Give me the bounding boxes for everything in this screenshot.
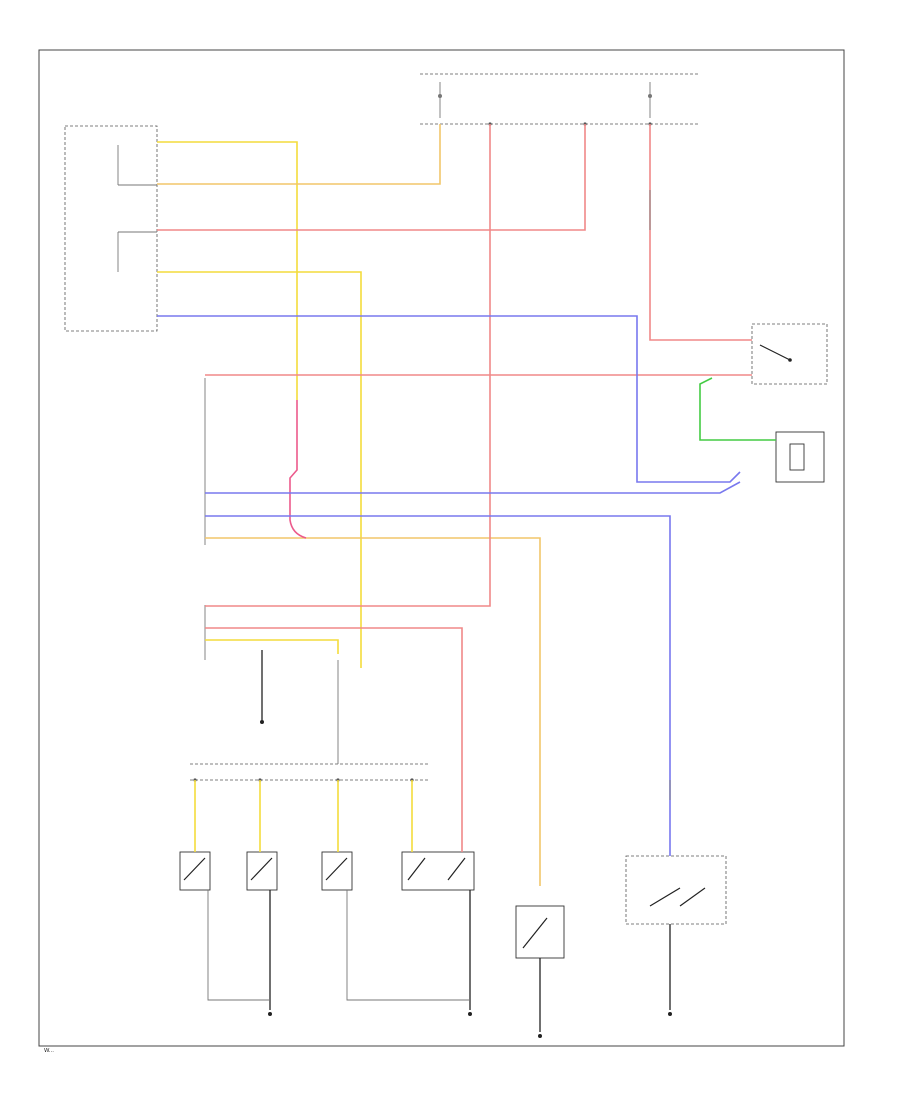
wire-gray-2 — [346, 890, 470, 1001]
wire-red-1 — [157, 124, 586, 231]
key-switch-module — [625, 855, 727, 925]
wire-red-4 — [649, 124, 752, 341]
wire-yellow-2 — [157, 271, 362, 668]
wire-green-1 — [699, 377, 776, 441]
door-switch-4 — [401, 851, 475, 891]
module-left — [64, 125, 158, 332]
ground-2 — [268, 1012, 272, 1016]
wire-orange-2 — [205, 537, 541, 886]
diagram-frame — [38, 49, 845, 1047]
wire-red-5 — [205, 627, 463, 852]
wire-red-2 — [205, 124, 491, 607]
bus-bar-bottom — [190, 763, 430, 782]
switch-right-top — [751, 323, 828, 385]
wire-blue-2 — [205, 481, 741, 494]
ground-4 — [538, 1034, 542, 1038]
fuse-block-top — [420, 73, 700, 126]
ground-1 — [260, 720, 264, 724]
wire-blue-3 — [205, 515, 671, 856]
ground-3 — [468, 1012, 472, 1016]
wire-yellow-3 — [205, 639, 339, 654]
wire-orange-1 — [157, 124, 441, 185]
door-switch-2 — [246, 851, 278, 891]
diagram-id-label: W... — [44, 1048, 54, 1054]
wire-yellow-1 — [157, 141, 298, 400]
seatbelt-switch — [515, 905, 565, 959]
door-switch-3 — [321, 851, 353, 891]
door-switch-1 — [179, 851, 211, 891]
wire-pink-1 — [289, 400, 307, 539]
wire-blue-1 — [157, 315, 741, 483]
wire-gray-1 — [207, 890, 270, 1001]
switch-right-mid — [775, 431, 825, 483]
ground-5 — [668, 1012, 672, 1016]
